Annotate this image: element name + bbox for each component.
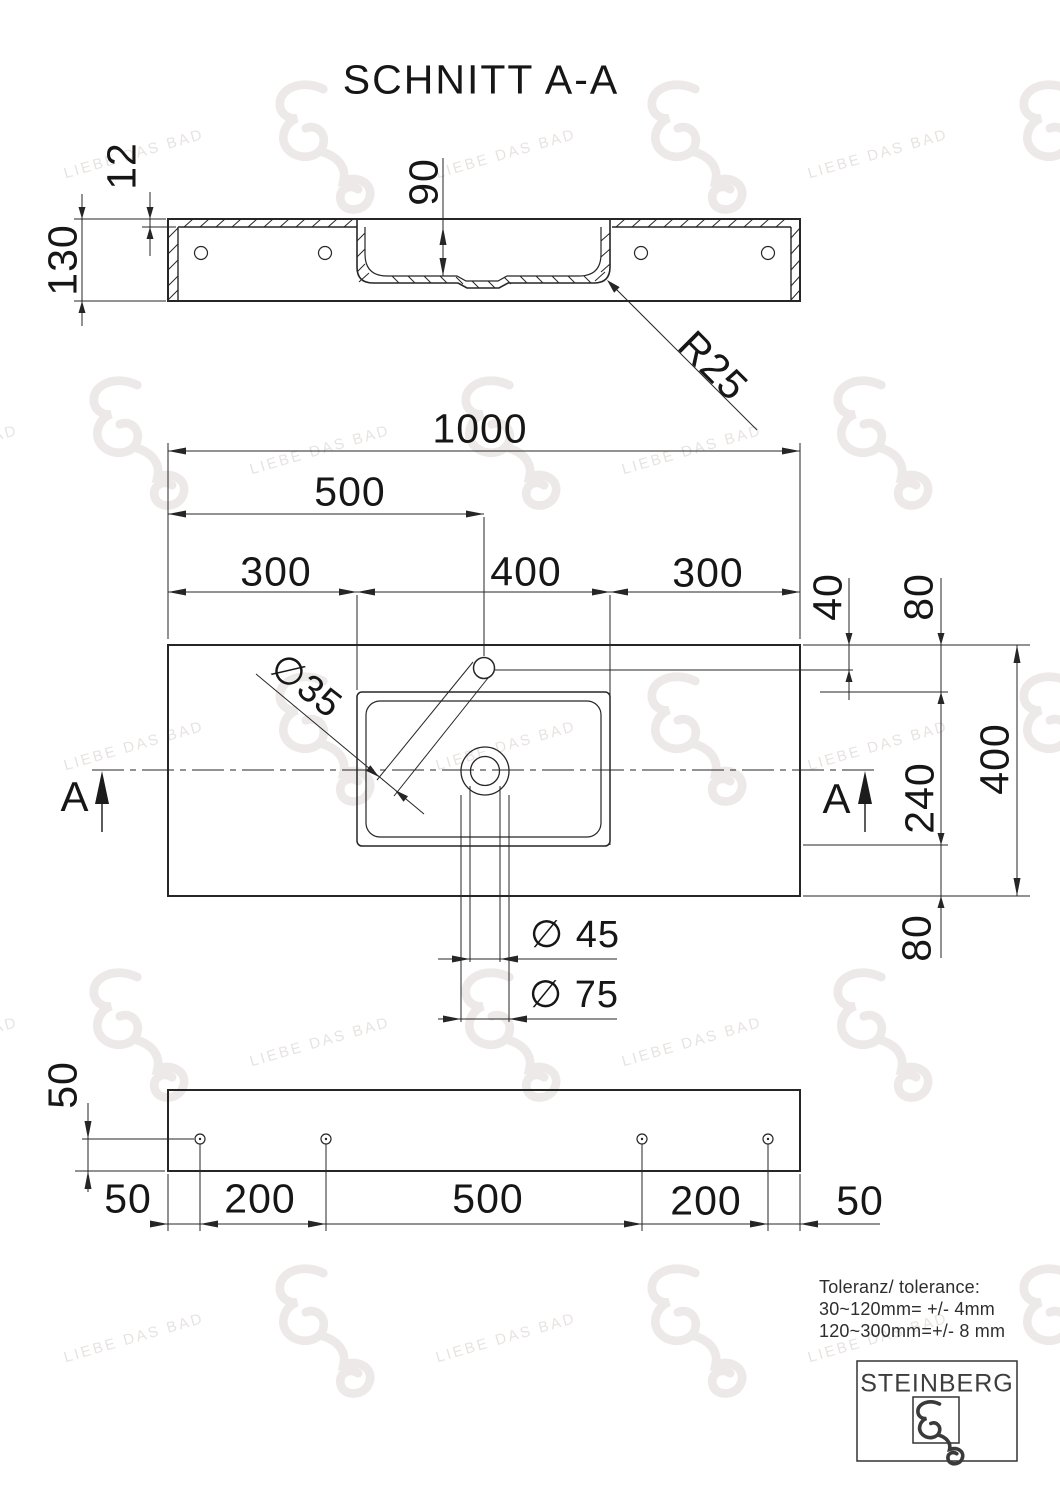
basin-cavity-outer: [356, 219, 611, 289]
dim-130-label: 130: [39, 224, 86, 296]
dim-500-b-label: 500: [452, 1175, 524, 1222]
dim-50-a-label: 50: [104, 1175, 152, 1222]
bottom-dimensions: [75, 1103, 880, 1231]
section-cut-markers: [95, 771, 872, 832]
dim-400-right-label: 400: [971, 723, 1018, 795]
basin-floor: [365, 700, 602, 838]
section-marker-left: A: [60, 773, 90, 820]
front-outline: [167, 1089, 801, 1172]
section-marker-right: A: [822, 775, 852, 822]
section-mounting-holes: [193, 245, 776, 261]
dim-240-label: 240: [896, 762, 943, 834]
dim-500-label: 500: [314, 468, 386, 515]
tolerance-line-2: 30~120mm= +/- 4mm: [819, 1299, 995, 1319]
section-title: SCHNITT A-A: [342, 56, 620, 103]
bottom-view-linework: [75, 1089, 880, 1231]
basin-cutout: [356, 691, 611, 847]
tolerance-note: Toleranz/ tolerance: 30~120mm= +/- 4mm 1…: [819, 1276, 1005, 1342]
dim-80-top-label: 80: [895, 573, 942, 621]
tolerance-line-3: 120~300mm=+/- 8 mm: [819, 1321, 1006, 1341]
plan-view-linework: [92, 443, 1030, 1023]
drain-outer: [460, 746, 510, 796]
dim-dia45-label: ∅ 45: [530, 914, 620, 956]
dim-12-label: 12: [98, 142, 145, 190]
dim-300-left-label: 300: [240, 548, 312, 595]
dim-400-top-label: 400: [490, 548, 562, 595]
dim-300-right-label: 300: [672, 549, 744, 596]
section-hatching: [167, 218, 801, 301]
dim-dia75-label: ∅ 75: [529, 974, 619, 1016]
logo-box: [856, 1360, 1018, 1466]
tolerance-line-1: Toleranz/ tolerance:: [819, 1277, 981, 1297]
section-dimensions: [74, 158, 758, 431]
dim-50-left-label: 50: [39, 1061, 86, 1109]
dim-40-label: 40: [804, 573, 851, 621]
dim-200-b-label: 200: [670, 1177, 742, 1224]
brand-name: STEINBERG: [860, 1369, 1014, 1398]
plan-dimensions: [167, 443, 1030, 1023]
faucet-hole: [472, 656, 496, 680]
dim-90-label: 90: [400, 158, 447, 206]
dim-50-b-label: 50: [836, 1177, 884, 1224]
section-view-linework: [74, 158, 801, 431]
logo-mark-icon: [916, 1400, 965, 1466]
logo-frame: [856, 1360, 1018, 1462]
dim-1000-label: 1000: [432, 405, 528, 452]
logo-square: [912, 1396, 960, 1444]
dim-80-bottom-label: 80: [893, 914, 940, 962]
basin-cavity-inner: [364, 227, 602, 282]
dim-200-a-label: 200: [224, 1175, 296, 1222]
drain-inner: [469, 755, 501, 787]
front-mounting-holes: [194, 1133, 774, 1145]
